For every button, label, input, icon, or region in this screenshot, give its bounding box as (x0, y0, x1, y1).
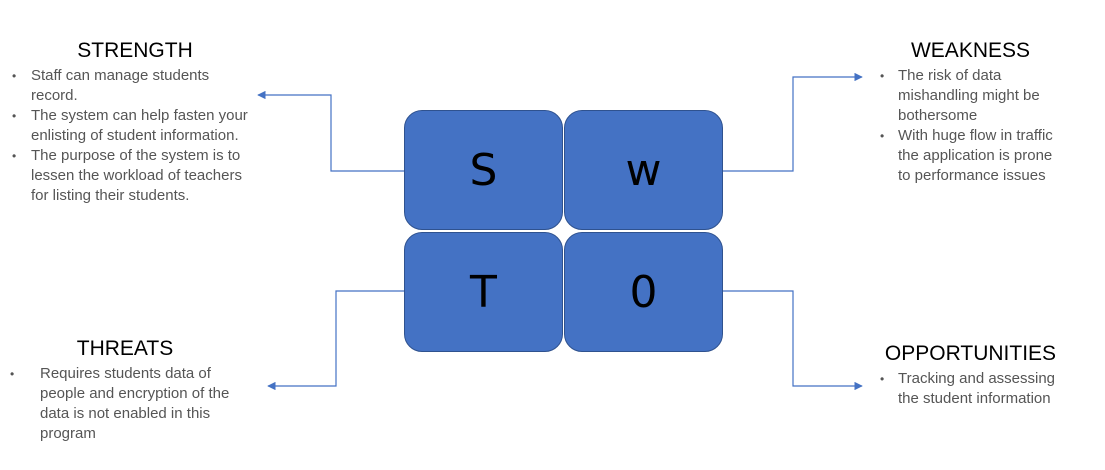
connector-strength-arrow (257, 90, 404, 172)
quadrant-s: S (404, 110, 563, 230)
quadrant-w: w (564, 110, 723, 230)
list-item: Staff can manage students record. (10, 66, 256, 106)
quadrant-t-letter: T (470, 266, 497, 318)
connector-weakness-arrow (723, 72, 863, 172)
threats-heading: THREATS (76, 337, 174, 360)
quadrant-o-letter: 0 (629, 266, 658, 318)
weakness-section: WEAKNESS The risk of data mishandling mi… (878, 38, 1068, 186)
strength-heading: STRENGTH (77, 39, 193, 62)
threats-list: Requires students data of people and enc… (10, 364, 250, 444)
opportunities-section: OPPORTUNITIES Tracking and assessing the… (878, 341, 1078, 409)
quadrant-o: 0 (564, 232, 723, 352)
list-item: The purpose of the system is to lessen t… (10, 146, 256, 206)
weakness-list: The risk of data mishandling might be bo… (878, 66, 1068, 186)
list-item: The risk of data mishandling might be bo… (878, 66, 1068, 126)
list-item: Tracking and assessing the student infor… (878, 369, 1078, 409)
opportunities-heading: OPPORTUNITIES (884, 342, 1057, 365)
strength-section: STRENGTH Staff can manage students recor… (10, 38, 256, 206)
threats-section: THREATS Requires students data of people… (10, 336, 250, 444)
weakness-heading: WEAKNESS (910, 39, 1031, 62)
strength-list: Staff can manage students record. The sy… (10, 66, 256, 206)
quadrant-t: T (404, 232, 563, 352)
connector-threats-arrow (267, 290, 404, 391)
list-item: Requires students data of people and enc… (10, 364, 250, 444)
opportunities-list: Tracking and assessing the student infor… (878, 369, 1078, 409)
list-item: The system can help fasten your enlistin… (10, 106, 256, 146)
connector-opportunities-arrow (723, 290, 863, 391)
quadrant-s-letter: S (469, 144, 498, 196)
quadrant-w-letter: w (625, 144, 662, 196)
list-item: With huge flow in traffic the applicatio… (878, 126, 1068, 186)
